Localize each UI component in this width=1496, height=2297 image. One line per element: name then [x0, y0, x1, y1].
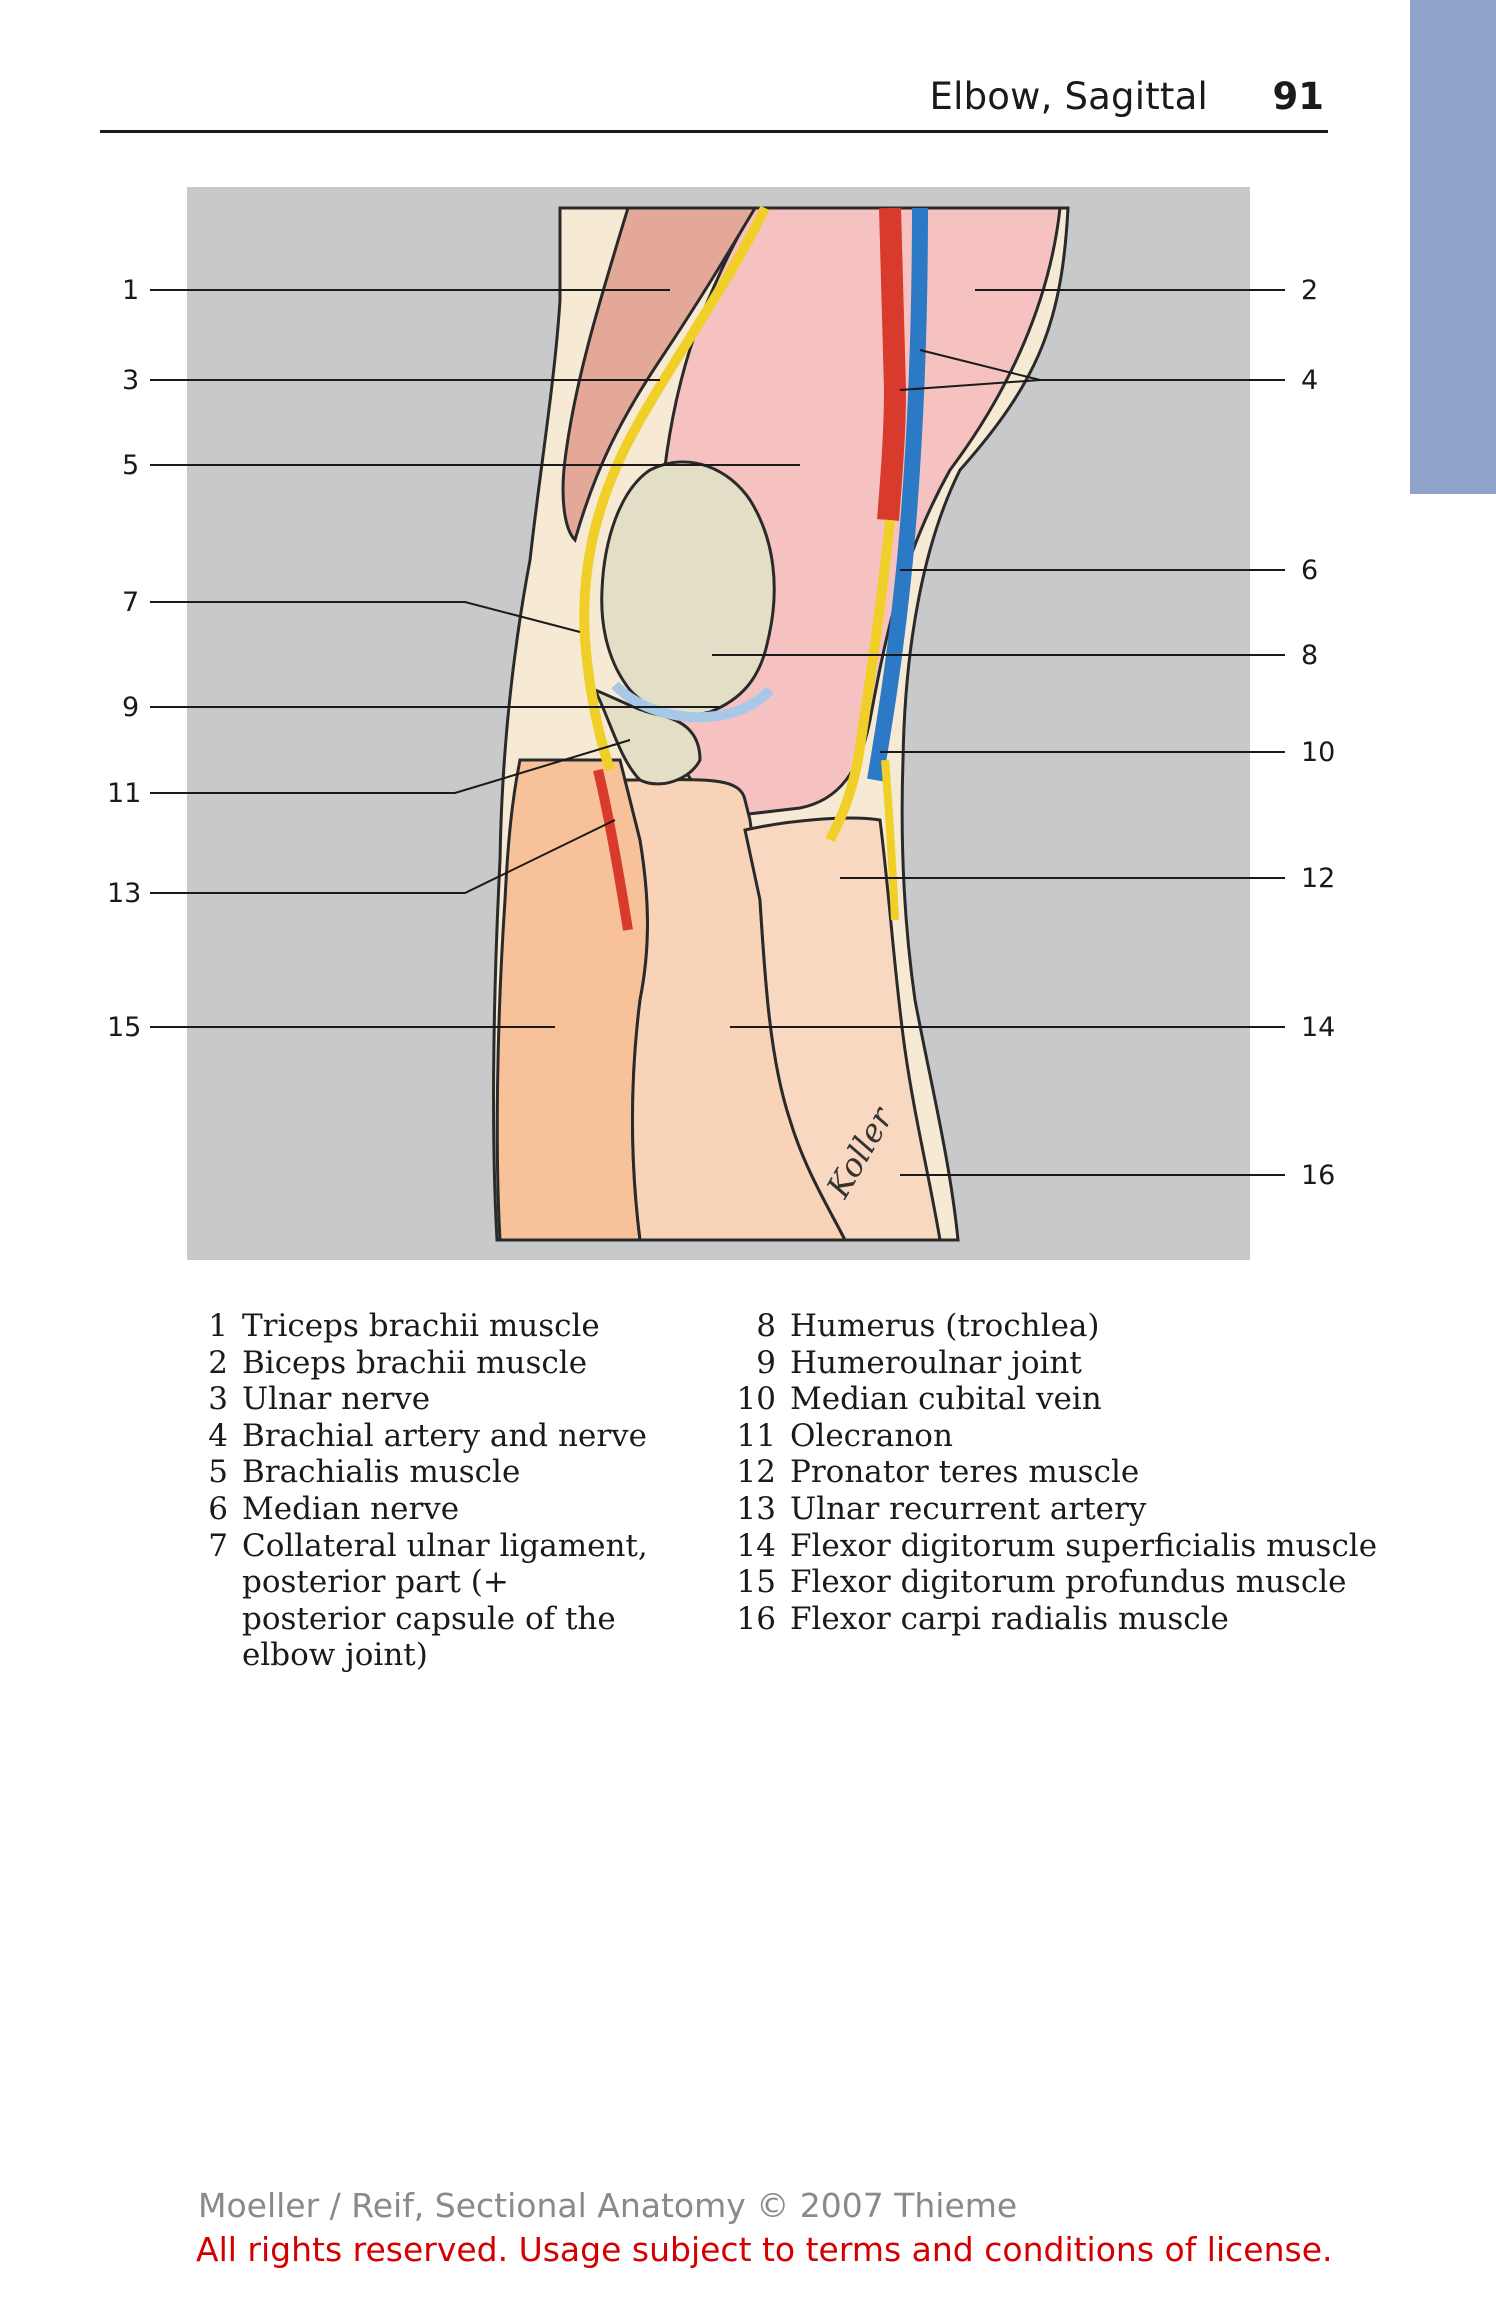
legend-label: Flexor digitorum superficialis muscle — [790, 1527, 1378, 1564]
leader-7 — [150, 601, 581, 633]
flexor-digitorum-profundus — [495, 758, 649, 1242]
callout-5: 5 — [122, 450, 139, 481]
callout-14: 14 — [1301, 1012, 1335, 1043]
legend-number: 4 — [208, 1417, 228, 1454]
legend-number: 12 — [736, 1454, 776, 1491]
legend-number: 14 — [736, 1527, 776, 1564]
legend-label: Ulnar recurrent artery — [790, 1490, 1147, 1527]
legend-label: Biceps brachii muscle — [242, 1344, 588, 1381]
legend-number: 2 — [208, 1344, 228, 1381]
leader-11 — [150, 739, 631, 794]
legend-item: 11 Olecranon — [736, 1418, 1390, 1455]
anatomy-illustration: Koller 1 2 3 4 5 6 — [107, 187, 1335, 1260]
section-tab — [1410, 0, 1496, 494]
brachial-artery — [877, 207, 907, 521]
legend-item: 6 Median nerve — [188, 1491, 662, 1528]
legend-item: 7 Collateral ulnar ligament, posterior p… — [188, 1528, 662, 1674]
legend-number: 15 — [736, 1564, 776, 1601]
median-nerve-branch — [881, 759, 899, 921]
legend-label: Pronator teres muscle — [790, 1454, 1140, 1491]
callout-15: 15 — [107, 1012, 141, 1043]
page-number: 91 — [1272, 75, 1325, 118]
legend-right-column: 8 Humerus (trochlea) 9 Humeroulnar joint… — [736, 1308, 1390, 1637]
callout-1: 1 — [122, 275, 139, 306]
legend-label: Ulnar nerve — [242, 1381, 431, 1418]
ulnar-recurrent-artery — [593, 768, 633, 931]
median-cubital-vein — [867, 207, 928, 782]
legend-label: Median cubital vein — [790, 1381, 1102, 1418]
license-notice: All rights reserved. Usage subject to te… — [196, 2230, 1333, 2269]
legend-number: 1 — [208, 1308, 228, 1344]
legend-number: 11 — [736, 1417, 776, 1454]
legend-item: 12 Pronator teres muscle — [736, 1454, 1390, 1491]
legend-item: 15 Flexor digitorum profundus muscle — [736, 1564, 1390, 1601]
legend-item: 4 Brachial artery and nerve — [188, 1418, 662, 1455]
legend-label: Collateral ulnar ligament, posterior par… — [242, 1527, 648, 1674]
ulnar-nerve — [579, 205, 770, 772]
legend-label: Flexor digitorum profundus muscle — [790, 1564, 1347, 1601]
legend-label: Flexor carpi radialis muscle — [790, 1600, 1229, 1637]
legend-item: 14 Flexor digitorum superficialis muscle — [736, 1528, 1390, 1565]
callout-4: 4 — [1301, 365, 1318, 396]
callout-6: 6 — [1301, 555, 1318, 586]
legend-number: 10 — [736, 1381, 776, 1418]
legend-item: 10 Median cubital vein — [736, 1381, 1390, 1418]
page-header: Elbow, Sagittal 91 — [100, 72, 1328, 133]
callout-8: 8 — [1301, 640, 1318, 671]
legend-number: 3 — [208, 1381, 228, 1418]
callout-3: 3 — [122, 365, 139, 396]
legend-label: Humerus (trochlea) — [790, 1308, 1100, 1344]
callout-7: 7 — [122, 587, 139, 618]
legend-label: Median nerve — [242, 1490, 460, 1527]
legend-number: 13 — [736, 1490, 776, 1527]
legend-item: 2 Biceps brachii muscle — [188, 1345, 662, 1382]
copyright-line: Moeller / Reif, Sectional Anatomy © 2007… — [198, 2186, 1018, 2225]
legend-label: Humeroulnar joint — [790, 1344, 1082, 1381]
legend-number: 8 — [756, 1308, 776, 1344]
callout-12: 12 — [1301, 863, 1335, 894]
leader-13 — [150, 819, 616, 894]
callout-13: 13 — [107, 878, 141, 909]
legend-label: Brachialis muscle — [242, 1454, 521, 1491]
legend-item: 8 Humerus (trochlea) — [736, 1308, 1390, 1345]
legend-item: 1 Triceps brachii muscle — [188, 1308, 662, 1345]
legend-item: 9 Humeroulnar joint — [736, 1345, 1390, 1382]
legend-label: Olecranon — [790, 1417, 953, 1454]
callout-9: 9 — [122, 692, 139, 723]
page-title: Elbow, Sagittal — [929, 75, 1208, 118]
callout-10: 10 — [1301, 737, 1335, 768]
legend-number: 16 — [736, 1600, 776, 1637]
legend-label: Brachial artery and nerve — [242, 1417, 647, 1454]
legend-label: Triceps brachii muscle — [242, 1308, 600, 1344]
callout-2: 2 — [1301, 275, 1318, 306]
humeroulnar-joint — [611, 681, 774, 723]
legend-number: 6 — [208, 1490, 228, 1527]
callout-11: 11 — [107, 778, 141, 809]
leader-lines — [150, 289, 1285, 1176]
legend-left-column: 1 Triceps brachii muscle 2 Biceps brachi… — [188, 1308, 662, 1674]
median-nerve — [825, 519, 895, 843]
legend-item: 16 Flexor carpi radialis muscle — [736, 1601, 1390, 1638]
leader-4b — [899, 379, 1041, 391]
legend-item: 5 Brachialis muscle — [188, 1454, 662, 1491]
legend-number: 7 — [208, 1527, 228, 1564]
legend-item: 3 Ulnar nerve — [188, 1381, 662, 1418]
legend-number: 9 — [756, 1344, 776, 1381]
anatomy-figure: Koller 1 2 3 4 5 6 — [107, 187, 1335, 1260]
callout-16: 16 — [1301, 1160, 1335, 1191]
callout-numbers: 1 2 3 4 5 6 7 8 9 10 11 12 13 14 15 16 — [107, 275, 1335, 1191]
pronator-teres — [743, 816, 942, 1242]
humerus-trochlea — [600, 460, 776, 717]
legend-item: 13 Ulnar recurrent artery — [736, 1491, 1390, 1528]
legend-number: 5 — [208, 1454, 228, 1491]
